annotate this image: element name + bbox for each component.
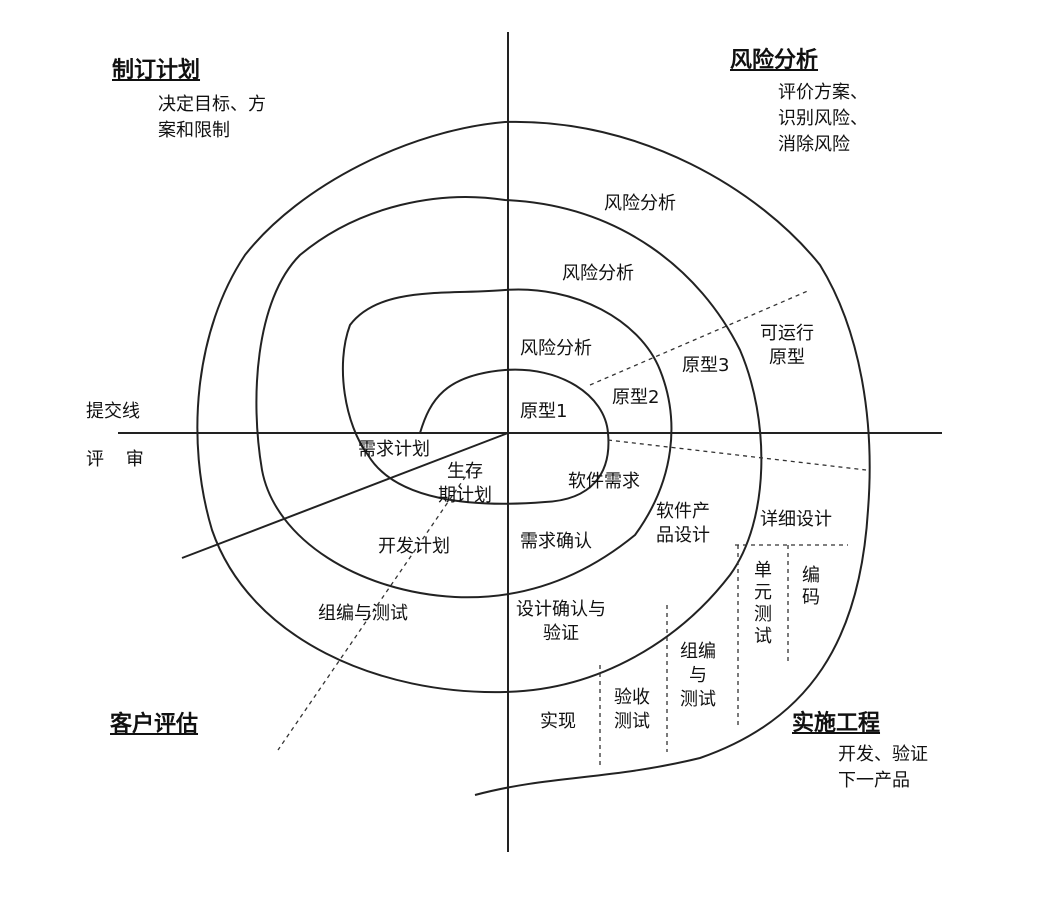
risk-desc-line-3: 消除风险 [778,134,850,155]
development-plan-label: 开发计划 [378,536,450,557]
spiral-curve [196,120,871,796]
quadrant-desc-planning: 决定目标、方 案和限制 [158,92,266,144]
software-requirements-label: 软件需求 [568,471,640,492]
lifecycle-plan-label: 生存 期计划 [438,460,492,508]
prototype-3-label: 原型3 [682,355,730,376]
dash-radial-lower-right [607,439,867,471]
acceptance-test-line-1: 验收 [614,687,650,708]
submit-line [181,432,509,559]
quadrant-desc-risk-analysis: 评价方案、 识别风险、 消除风险 [778,80,868,158]
integration-test-label: 组编 与 测试 [680,640,716,712]
lifecycle-plan-line-2: 期计划 [438,485,492,506]
planning-desc-line-1: 决定目标、方 [158,94,266,115]
requirements-plan-label: 需求计划 [358,439,430,460]
quadrant-title-customer-evaluation: 客户评估 [110,712,199,737]
implementation-label: 实现 [540,711,576,732]
integration-test-line-1: 组编 [680,641,716,662]
dash-radial-lower-left [277,469,471,751]
engineering-desc-line-2: 下一产品 [838,770,910,791]
product-design-label: 软件产 品设计 [656,500,710,548]
integration-test-plan-label: 组编与测试 [318,603,408,624]
design-confirmation-label: 设计确认与 验证 [516,598,606,646]
review-label: 评 审 [86,449,152,470]
quadrant-title-engineering: 实施工程 [792,711,881,736]
integration-test-line-3: 测试 [680,689,716,710]
quadrant-desc-engineering: 开发、验证 下一产品 [838,742,928,794]
acceptance-test-label: 验收 测试 [614,686,650,734]
planning-desc-line-2: 案和限制 [158,120,230,141]
quadrant-title-planning: 制订计划 [112,58,201,83]
detailed-design-label: 详细设计 [760,509,832,530]
prototype-1-label: 原型1 [520,401,568,422]
product-design-line-2: 品设计 [656,525,710,546]
design-confirmation-line-2: 验证 [543,623,579,644]
requirements-confirmation-label: 需求确认 [520,531,592,552]
lifecycle-plan-line-1: 生存 [447,461,483,482]
operational-prototype-line-2: 原型 [769,347,805,368]
risk-analysis-label-inner: 风险分析 [520,338,592,359]
operational-prototype-label: 可运行 原型 [760,322,814,370]
submit-line-label: 提交线 [86,401,140,422]
prototype-2-label: 原型2 [612,387,660,408]
acceptance-test-line-2: 测试 [614,711,650,732]
coding-label: 编码 [802,565,820,608]
engineering-desc-line-1: 开发、验证 [838,744,928,765]
risk-desc-line-2: 识别风险、 [778,108,868,129]
risk-analysis-label-outer: 风险分析 [604,193,676,214]
risk-desc-line-1: 评价方案、 [778,82,868,103]
unit-test-label: 单元测试 [754,560,772,647]
risk-analysis-label-middle: 风险分析 [562,263,634,284]
design-confirmation-line-1: 设计确认与 [516,599,606,620]
product-design-line-1: 软件产 [656,501,710,522]
quadrant-title-risk-analysis: 风险分析 [730,48,819,73]
integration-test-line-2: 与 [689,665,707,686]
operational-prototype-line-1: 可运行 [760,323,814,344]
